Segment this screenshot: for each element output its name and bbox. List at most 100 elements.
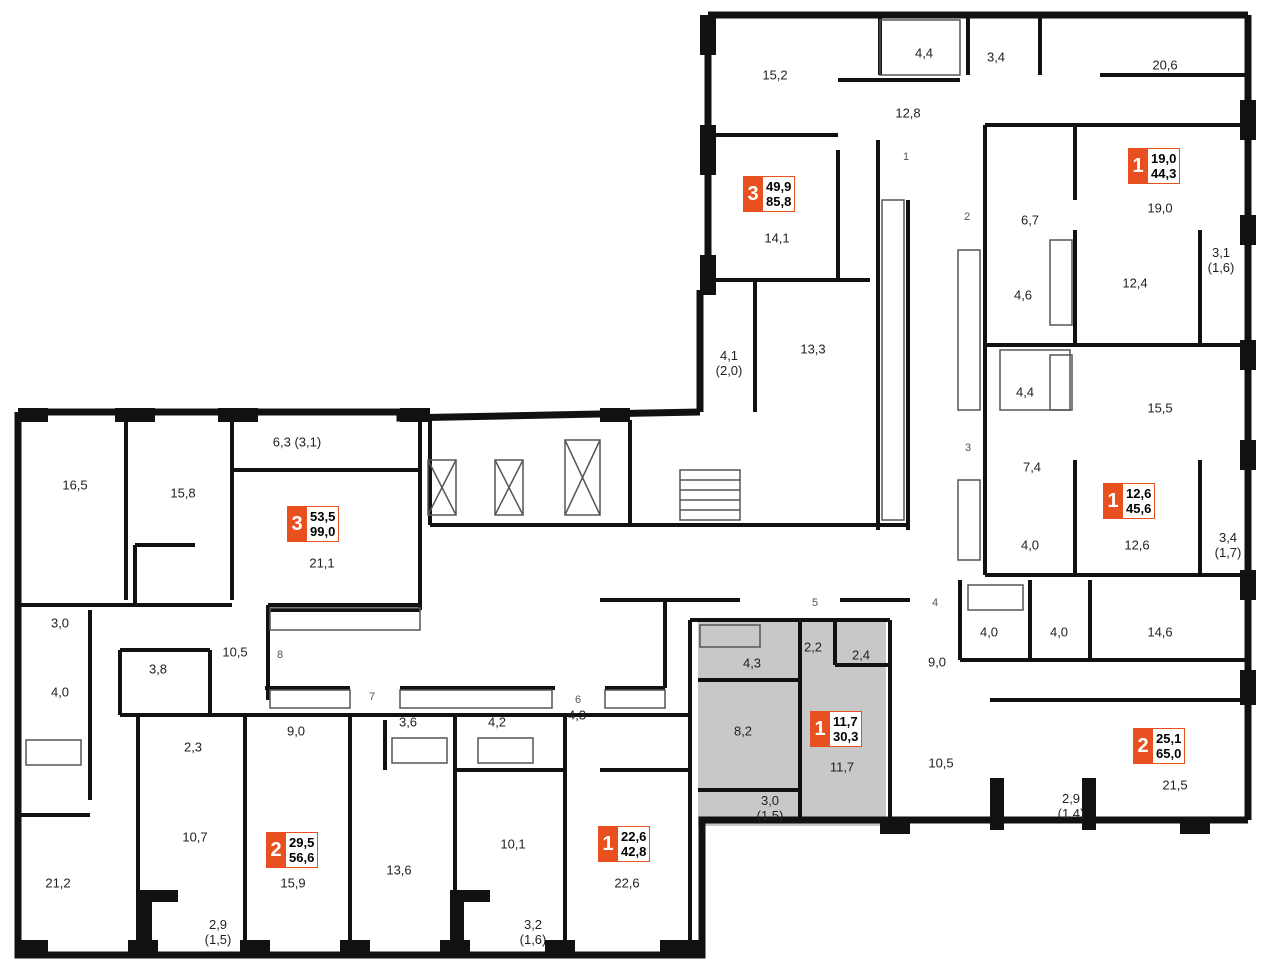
room-area-label: 15,5 — [1147, 400, 1173, 416]
room-area-label: 11,7 — [829, 759, 855, 775]
room-area-label: 3,1 (1,6) — [1207, 245, 1235, 275]
room-count: 1 — [1103, 483, 1123, 519]
room-area-label: 10,5 — [222, 644, 248, 660]
living-area: 49,9 — [766, 179, 792, 194]
room-area-label: 22,6 — [614, 875, 640, 891]
room-area-label: 4,2 — [487, 714, 507, 730]
room-area-label: 3,2 (1,6) — [519, 917, 547, 947]
total-area: 99,0 — [310, 524, 336, 539]
room-area-label: 4,0 — [1020, 537, 1040, 553]
room-count: 1 — [810, 711, 830, 747]
room-area-label: 2,2 — [803, 639, 823, 655]
room-area-label: 4,4 — [1015, 384, 1035, 400]
room-area-label: 6,3 (3,1) — [272, 434, 322, 450]
living-area: 29,5 — [289, 835, 315, 850]
room-count: 2 — [266, 832, 286, 868]
room-count: 3 — [743, 176, 763, 212]
room-area-label: 10,7 — [182, 829, 208, 845]
room-area-label: 16,5 — [62, 477, 88, 493]
room-area-label: 4,3 — [567, 707, 587, 723]
total-area: 30,3 — [833, 729, 859, 744]
entrance-number: 3 — [964, 442, 972, 454]
room-area-label: 21,1 — [309, 555, 335, 571]
wall-blocks — [18, 15, 1256, 956]
room-area-label: 2,4 — [851, 647, 871, 663]
room-area-label: 4,6 — [1013, 287, 1033, 303]
interior-walls — [18, 15, 1248, 955]
entrance-number: 8 — [276, 649, 284, 661]
room-area-label: 4,1 (2,0) — [715, 348, 743, 378]
room-count: 2 — [1133, 728, 1153, 764]
room-area-label: 3,0 — [50, 615, 70, 631]
entrance-number: 7 — [368, 691, 376, 703]
room-area-label: 7,4 — [1022, 459, 1042, 475]
room-area-label: 3,0 (1,5) — [756, 793, 784, 823]
room-area-label: 15,8 — [170, 485, 196, 501]
room-area-label: 4,0 — [50, 684, 70, 700]
room-area-label: 6,7 — [1020, 212, 1040, 228]
room-area-label: 4,4 — [914, 45, 934, 61]
room-count: 1 — [598, 826, 618, 862]
room-area-label: 3,8 — [148, 661, 168, 677]
room-area-label: 3,6 — [398, 714, 418, 730]
entrance-number: 6 — [574, 694, 582, 706]
living-area: 53,5 — [310, 509, 336, 524]
room-area-label: 3,4 — [986, 49, 1006, 65]
room-area-label: 12,4 — [1122, 275, 1148, 291]
room-area-label: 14,6 — [1147, 624, 1173, 640]
room-area-label: 9,0 — [286, 723, 306, 739]
room-area-label: 19,0 — [1147, 200, 1173, 216]
living-area: 19,0 — [1151, 151, 1177, 166]
room-area-label: 13,3 — [800, 341, 826, 357]
room-count: 1 — [1128, 148, 1148, 184]
living-area: 25,1 — [1156, 731, 1182, 746]
room-area-label: 4,0 — [1049, 624, 1069, 640]
room-count: 3 — [287, 506, 307, 542]
room-area-label: 12,6 — [1124, 537, 1150, 553]
room-area-label: 13,6 — [386, 862, 412, 878]
selected-apartment-fill — [800, 668, 886, 826]
room-area-label: 15,2 — [762, 67, 788, 83]
room-area-label: 2,9 (1,5) — [204, 917, 232, 947]
living-area: 22,6 — [621, 829, 647, 844]
living-area: 11,7 — [833, 714, 858, 729]
total-area: 42,8 — [621, 844, 647, 859]
total-area: 65,0 — [1156, 746, 1182, 761]
room-area-label: 4,3 — [742, 655, 762, 671]
room-area-label: 3,4 (1,7) — [1214, 530, 1242, 560]
room-area-label: 21,2 — [45, 875, 71, 891]
fixtures — [25, 19, 1073, 766]
entrance-number: 1 — [902, 151, 910, 163]
entrance-number: 4 — [931, 597, 939, 609]
total-area: 85,8 — [766, 194, 792, 209]
room-area-label: 12,8 — [895, 105, 921, 121]
room-area-label: 21,5 — [1162, 777, 1188, 793]
room-area-label: 2,9 (1,4) — [1057, 791, 1085, 821]
room-area-label: 10,5 — [928, 755, 954, 771]
entrance-number: 2 — [963, 211, 971, 223]
room-area-label: 9,0 — [927, 654, 947, 670]
living-area: 12,6 — [1126, 486, 1152, 501]
room-area-label: 2,3 — [183, 739, 203, 755]
total-area: 45,6 — [1126, 501, 1152, 516]
entrance-number: 5 — [811, 597, 819, 609]
room-area-label: 10,1 — [500, 836, 526, 852]
room-area-label: 8,2 — [733, 723, 753, 739]
